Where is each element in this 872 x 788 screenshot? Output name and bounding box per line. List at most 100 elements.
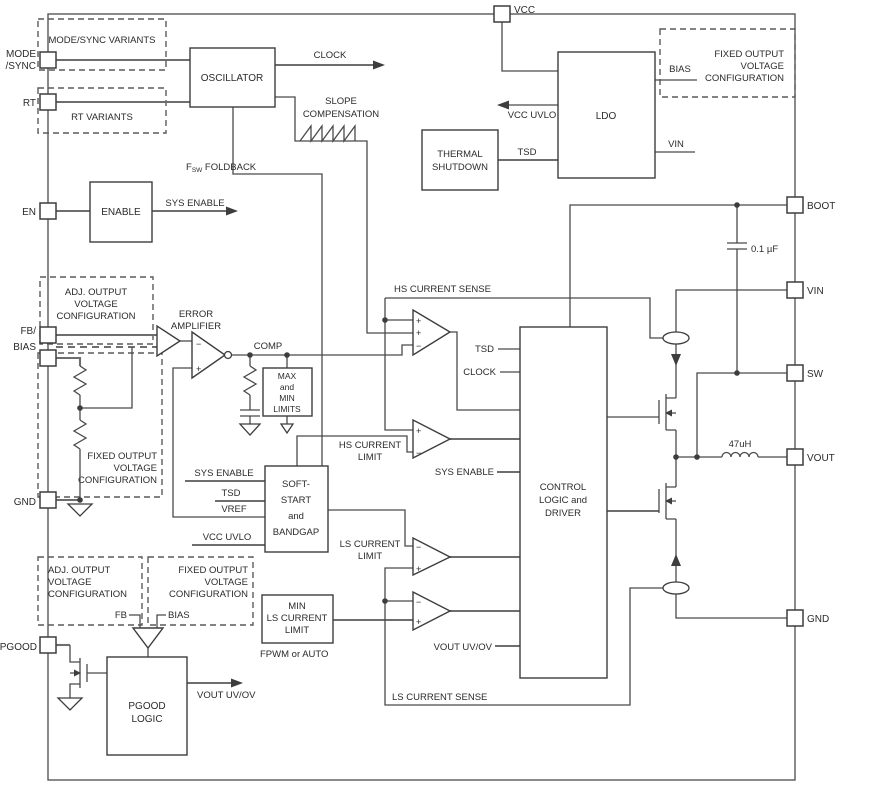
adj-top-l2: VOLTAGE (74, 299, 117, 310)
soft-l4: BANDGAP (273, 527, 319, 538)
dashed-config-boxes: MODE/SYNC VARIANTS RT VARIANTS ADJ. OUTP… (37, 18, 796, 626)
hs-limit-l1: HS CURRENT (339, 440, 401, 451)
ldo-label: LDO (596, 111, 617, 122)
max-min-limits-block (262, 367, 313, 417)
hs-limit-threshold-wire (296, 435, 413, 466)
inductor-label: 47uH (729, 439, 752, 450)
oscillator-block (189, 47, 276, 108)
junction (673, 454, 679, 460)
comp-capacitor (240, 409, 260, 417)
hs-limit-l2: LIMIT (358, 452, 382, 463)
pin-sw (786, 364, 804, 382)
fsw-foldback-wire (232, 107, 323, 466)
divider-resistor-bottom (72, 419, 88, 450)
hs-mosfet (658, 394, 676, 431)
adj-output-box-bottom (37, 556, 143, 626)
soft-l1: SOFT- (282, 479, 310, 490)
pin-mode-label1: MODE (6, 49, 36, 60)
ground-icon-pgood (56, 697, 84, 711)
pin-gnd-right (786, 609, 804, 627)
comp-label: COMP (254, 341, 283, 352)
rt-variants-label: RT VARIANTS (71, 112, 133, 123)
pin-fb-label1: FB/ (20, 326, 36, 337)
vcc-uvlo-arrowhead (497, 100, 509, 110)
soft-vref-label: VREF (221, 504, 247, 515)
soft-l2: START (281, 495, 311, 506)
bias-hook-wire (156, 614, 166, 628)
enable-block (89, 181, 153, 243)
ls-current-limit-comparator (412, 536, 452, 577)
minls-l2: LS CURRENT (267, 613, 328, 624)
soft-l3: and (288, 511, 304, 522)
pins: VCC MODE /SYNC RT EN FB/ BIAS GND PGOOD … (0, 5, 835, 654)
ls-current-sense-icon (662, 581, 690, 595)
vcc-uvlo-label: VCC UVLO (508, 110, 557, 121)
enable-label: ENABLE (101, 207, 141, 218)
tsd-ldo-label: TSD (518, 147, 537, 158)
clock-arrowhead (373, 60, 385, 70)
hs-mosfet-arrow (665, 409, 672, 417)
adj-top-l1: ADJ. OUTPUT (65, 287, 127, 298)
pin-pgood-label: PGOOD (0, 642, 37, 653)
ground-icon-divider (66, 503, 94, 517)
pin-en-label: EN (22, 207, 36, 218)
pgood-mosfet-arrow (74, 669, 81, 677)
junction (734, 202, 740, 208)
ls-limit-l2: LIMIT (358, 551, 382, 562)
pwm-plus1: + (416, 316, 421, 326)
ldo-block (557, 51, 656, 179)
bias-top-label: BIAS (669, 64, 691, 75)
ctrl-l2: LOGIC and (539, 495, 587, 506)
thermal-l1: THERMAL (437, 149, 482, 160)
bias-divider-wire (56, 356, 82, 366)
clock-label: CLOCK (314, 50, 347, 61)
pin-sw-label: SW (807, 369, 824, 380)
divider-tap-wire (80, 347, 133, 409)
symbols (56, 60, 759, 711)
fixed-bot-l3: CONFIGURATION (169, 589, 248, 600)
adj-bot-l2: VOLTAGE (48, 577, 91, 588)
fb-bottom-label: FB (115, 610, 127, 621)
thermal-shutdown-block (421, 129, 499, 191)
amps-and-comparators: − + + + − + − − + − + (131, 308, 452, 650)
maxmin-l2: and (280, 382, 294, 392)
pin-gnd-left-label: GND (14, 497, 36, 508)
junction (247, 352, 253, 358)
min-ls-current-limit-block (261, 594, 334, 644)
divider-resistor-top (72, 365, 88, 396)
chip-border (47, 13, 796, 781)
minls-l3: LIMIT (285, 625, 309, 636)
pin-vcc-label: VCC (514, 5, 535, 16)
pgood-fet-wire (69, 645, 107, 698)
hs-sense-branch-wire (384, 298, 413, 431)
error-amp-output-node (223, 350, 233, 360)
junction (694, 454, 700, 460)
wires (56, 22, 787, 706)
pgood-logic-l2: LOGIC (131, 714, 162, 725)
hs-current-sense-icon (662, 331, 690, 345)
pgood-logic-block (106, 656, 188, 756)
sawtooth-icon (299, 124, 356, 143)
hs-current-sense-label: HS CURRENT SENSE (394, 284, 491, 295)
rt-variants-box (37, 87, 167, 134)
fixed-output-box-topright (659, 28, 796, 98)
erramp-plus: + (196, 364, 201, 374)
lsmin-minus: − (416, 597, 421, 607)
maxmin-down-arrow (279, 423, 295, 435)
thermal-l2: SHUTDOWN (432, 162, 488, 173)
fixed-tr-l1: FIXED OUTPUT (714, 49, 784, 60)
pin-pgood (39, 636, 57, 654)
fixed-mid-l1: FIXED OUTPUT (87, 451, 157, 462)
pin-vout-label: VOUT (807, 453, 835, 464)
pgood-mux-triangle (131, 627, 165, 650)
hslim-plus: + (416, 426, 421, 436)
fixed-bot-l1: FIXED OUTPUT (178, 565, 248, 576)
junction (284, 352, 290, 358)
pin-vout (786, 448, 804, 466)
fixed-bot-l2: VOLTAGE (205, 577, 248, 588)
lslim-plus: + (416, 564, 421, 574)
adj-bot-l3: CONFIGURATION (48, 589, 127, 600)
ctrl-sys-enable-label: SYS ENABLE (435, 467, 494, 478)
hs-sense-wire (385, 297, 663, 339)
